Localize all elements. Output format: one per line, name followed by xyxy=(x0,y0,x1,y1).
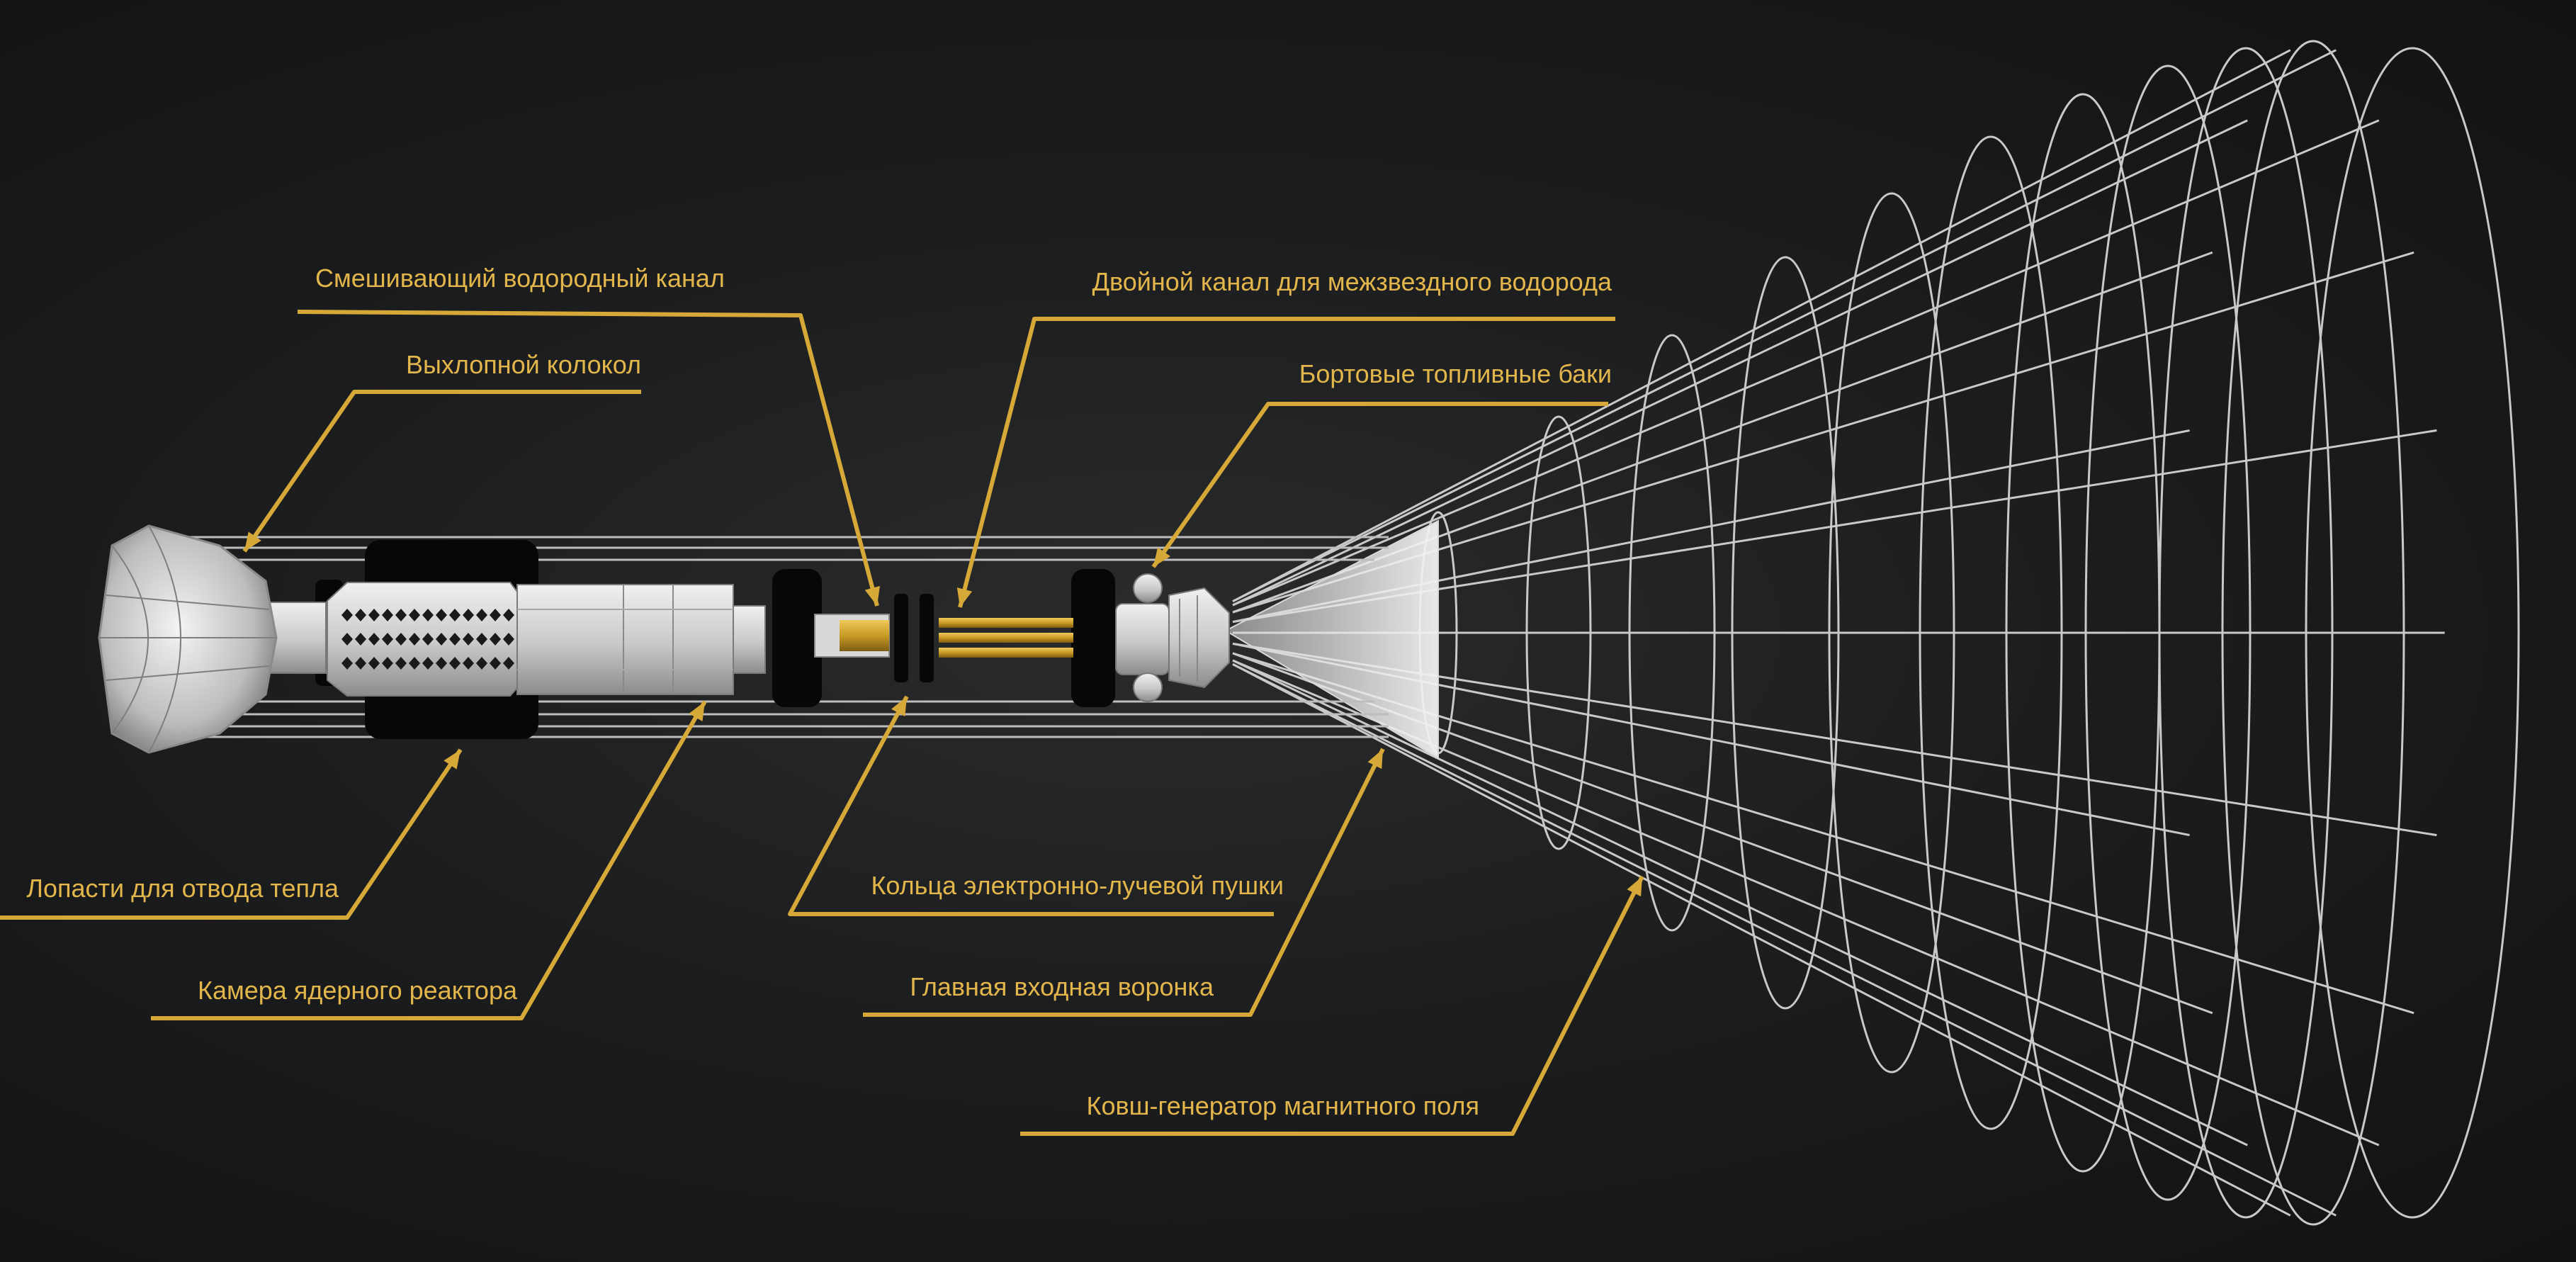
reactor-stud xyxy=(395,633,407,646)
callout-arrowhead xyxy=(891,697,907,717)
callout-leader-line xyxy=(297,310,879,607)
exhaust-bell-part xyxy=(98,524,278,754)
scoop-spoke xyxy=(1232,663,2337,1217)
callout-arrowhead xyxy=(444,750,461,770)
reactor-stud xyxy=(409,609,420,621)
reactor-stud xyxy=(341,609,353,621)
reactor-stud xyxy=(341,657,353,670)
scoop-spoke xyxy=(1232,49,2337,603)
callout-arrowhead xyxy=(1153,547,1170,567)
scoop-spoke xyxy=(1232,663,2291,1217)
callout-leader-line xyxy=(151,700,707,1020)
reactor-stud xyxy=(476,657,487,670)
reactor-stud xyxy=(503,633,514,646)
callout-arrowhead xyxy=(956,587,973,607)
callout-label-mixing-hydrogen-channel: Смешивающий водородный канал xyxy=(315,264,725,293)
reactor-stud xyxy=(368,633,380,646)
callout-main-intake-funnel: Главная входная воронка xyxy=(863,748,1385,1017)
scoop-spoke xyxy=(1232,119,2380,607)
callout-arrowhead xyxy=(244,531,261,551)
reactor-stud xyxy=(490,609,501,621)
reactor-stud xyxy=(395,609,407,621)
scoop-spoke xyxy=(1232,659,2248,1146)
reactor-stud xyxy=(355,657,366,670)
callout-arrowhead xyxy=(1367,749,1383,770)
reactor-stud xyxy=(490,633,501,646)
reactor-stud xyxy=(382,633,393,646)
reactor-stud xyxy=(409,633,420,646)
reactor-stud xyxy=(476,633,487,646)
onboard-fuel-tanks-part xyxy=(1115,573,1230,702)
reactor-stud xyxy=(355,609,366,621)
reactor-stud xyxy=(463,609,474,621)
callout-leader-line xyxy=(958,317,1615,608)
reactor-stud xyxy=(368,657,380,670)
reactor-stud xyxy=(463,657,474,670)
callout-nuclear-reactor-chamber: Камера ядерного реактора xyxy=(151,700,707,1020)
reactor-stud xyxy=(382,609,393,621)
reactor-stud xyxy=(476,609,487,621)
electron-beam-rings-part xyxy=(772,569,1115,707)
callout-heat-dissipation-blades: Лопасти для отвода тепла xyxy=(0,748,463,920)
reactor-stud xyxy=(395,657,407,670)
reactor-stud xyxy=(422,657,434,670)
scoop-spoke xyxy=(1232,119,2248,607)
reactor-stud xyxy=(422,633,434,646)
callout-label-electron-beam-gun-rings: Кольца электронно-лучевой пушки xyxy=(871,871,1284,900)
callout-label-exhaust-bell: Выхлопной колокол xyxy=(406,350,641,379)
callout-electron-beam-gun-rings: Кольца электронно-лучевой пушки xyxy=(788,695,1284,916)
scoop-rim xyxy=(2305,47,2520,1219)
callout-label-nuclear-reactor-chamber: Камера ядерного реактора xyxy=(198,976,518,1005)
callout-arrowhead xyxy=(1627,877,1642,897)
reactor-stud xyxy=(382,657,393,670)
callout-leader-line xyxy=(788,695,1274,916)
reactor-stud xyxy=(490,657,501,670)
reactor-stud xyxy=(449,633,461,646)
reactor-stud xyxy=(368,609,380,621)
callout-leader-line xyxy=(1151,402,1608,568)
reactor-stud xyxy=(409,657,420,670)
callout-arrowhead xyxy=(689,702,705,722)
reactor-stud xyxy=(503,657,514,670)
scoop-spoke xyxy=(1232,49,2291,603)
reactor-stud xyxy=(463,633,474,646)
reactor-stud xyxy=(436,633,447,646)
callout-label-main-intake-funnel: Главная входная воронка xyxy=(910,972,1214,1001)
reactor-stud xyxy=(341,633,353,646)
callout-leader-line xyxy=(242,390,641,553)
reactor-stud xyxy=(355,633,366,646)
callout-dual-interstellar-hydrogen-channel: Двойной канал для межзвездного водорода xyxy=(956,267,1615,608)
hydrogen-channel-part xyxy=(814,614,1073,658)
reactor-stud xyxy=(436,609,447,621)
callout-leader-line xyxy=(1020,875,1644,1136)
reactor-stud xyxy=(503,609,514,621)
reactor-stud xyxy=(449,657,461,670)
reactor-stud xyxy=(422,609,434,621)
reactor-cooling-studs xyxy=(341,609,514,670)
callout-leader-line xyxy=(863,748,1385,1017)
reactor-stud xyxy=(436,657,447,670)
callout-onboard-fuel-tanks: Бортовые топливные баки xyxy=(1151,359,1612,568)
reactor-stud xyxy=(449,609,461,621)
callout-label-magnetic-field-scoop-generator: Ковш-генератор магнитного поля xyxy=(1086,1091,1479,1120)
intake-funnel-body xyxy=(1224,519,1439,760)
callout-label-dual-interstellar-hydrogen-channel: Двойной канал для межзвездного водорода xyxy=(1092,267,1612,296)
callout-label-onboard-fuel-tanks: Бортовые топливные баки xyxy=(1299,359,1612,388)
callout-magnetic-field-scoop-generator: Ковш-генератор магнитного поля xyxy=(1020,875,1644,1136)
callout-mixing-hydrogen-channel: Смешивающий водородный канал xyxy=(297,264,881,607)
callout-leader-line xyxy=(0,748,463,920)
callout-label-heat-dissipation-blades: Лопасти для отвода тепла xyxy=(26,874,339,903)
hull-cage xyxy=(135,536,1389,738)
callout-exhaust-bell: Выхлопной колокол xyxy=(242,350,641,553)
callout-arrowhead xyxy=(864,586,881,606)
